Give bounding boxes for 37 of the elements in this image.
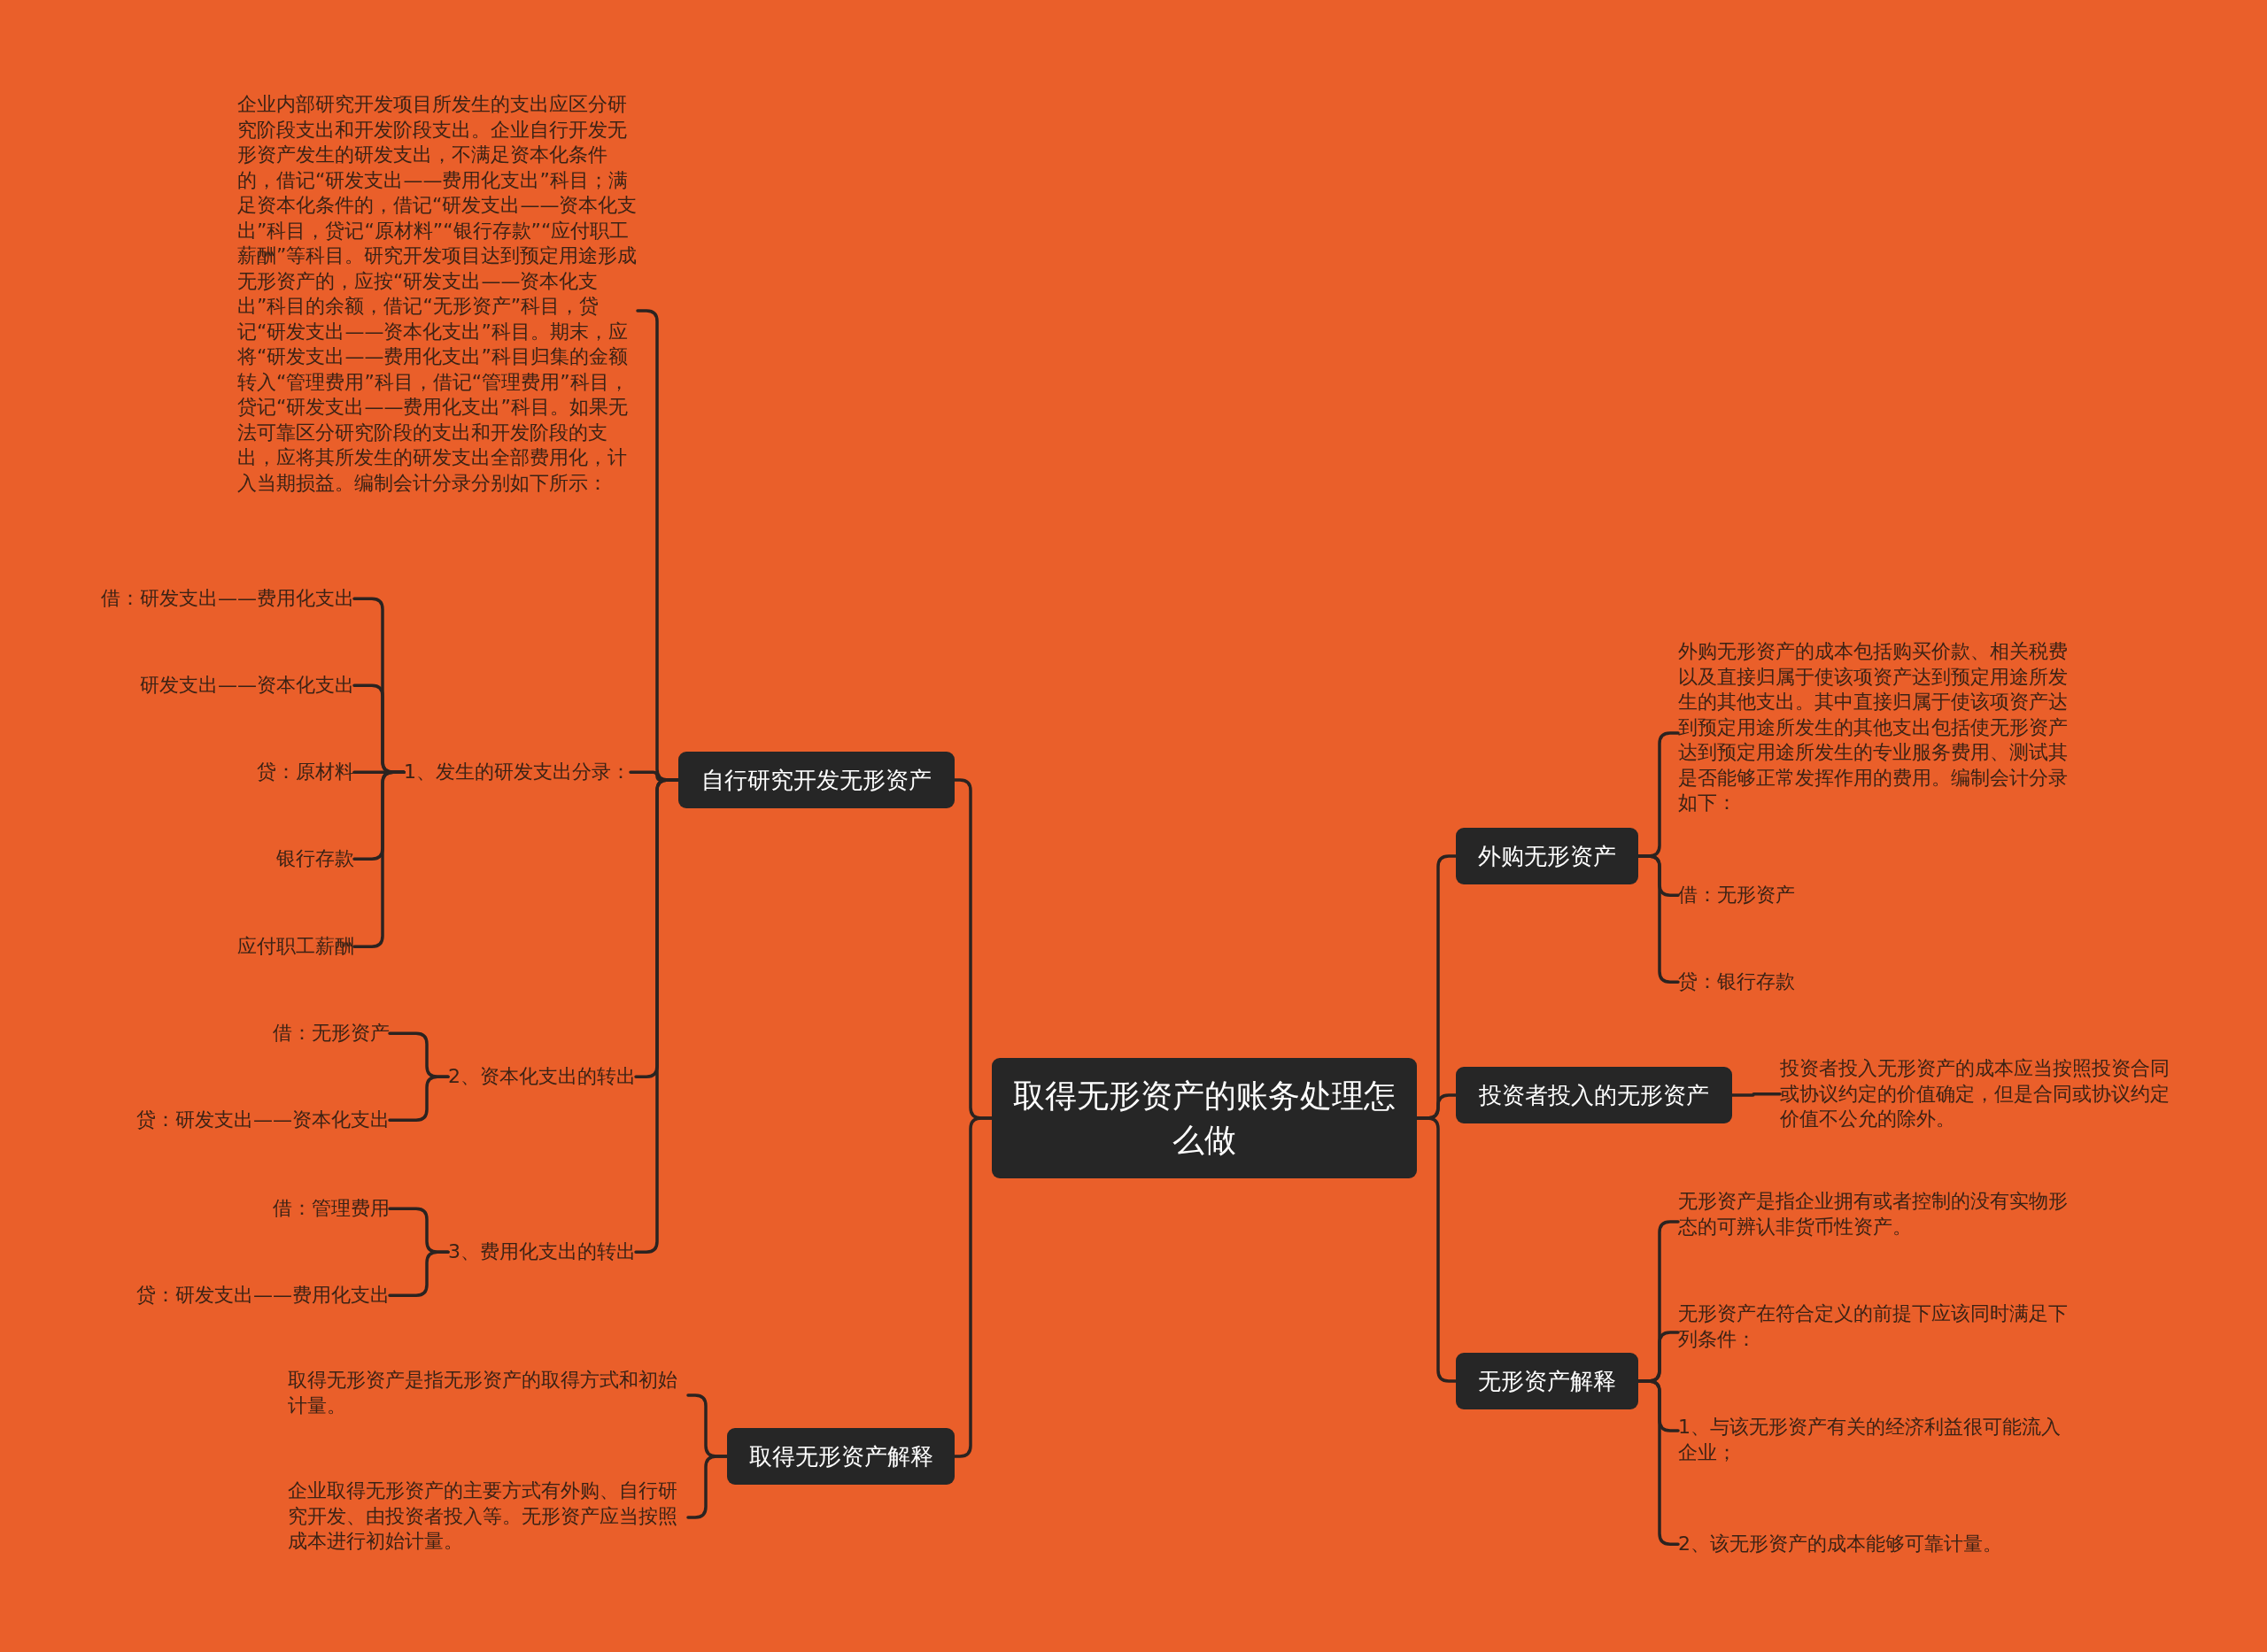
branch-connector <box>953 1116 994 1458</box>
topic-box: 投资者投入的无形资产 <box>1456 1067 1732 1123</box>
branch-text: 2、资本化支出的转出 <box>448 1064 636 1090</box>
topic-box: 取得无形资产解释 <box>727 1428 955 1485</box>
branch-connector <box>388 1250 450 1297</box>
branch-text: 研发支出——资本化支出 <box>140 673 354 699</box>
branch-text: 借：无形资产 <box>273 1021 390 1046</box>
branch-connector <box>1415 1116 1458 1383</box>
note-text: 无形资产是指企业拥有或者控制的没有实物形态的可辨认非货币性资产。 <box>1678 1189 2078 1239</box>
note-text: 外购无形资产的成本包括购买价款、相关税费以及直接归属于使该项资产达到预定用途所发生的其他支出。其中直接归属于使该项资产达到预定用途所发生的其他支出包括使无形资产达到预定用途所发生的专业服务费用、测试其是否能够正常发挥作用的费用。编制会计分录如下： <box>1678 639 2078 816</box>
branch-text: 3、费用化支出的转出 <box>448 1239 636 1265</box>
topic-box: 自行研究开发无形资产 <box>678 752 955 808</box>
note-text: 取得无形资产是指无形资产的取得方式和初始计量。 <box>288 1368 688 1418</box>
branch-connector <box>1636 854 1680 984</box>
branch-text: 贷：原材料 <box>257 760 354 785</box>
topic-box: 外购无形资产 <box>1456 828 1638 884</box>
branch-text: 1、发生的研发支出分录： <box>404 760 631 785</box>
note-text: 投资者投入无形资产的成本应当按照投资合同或协议约定的价值确定，但是合同或协议约定价值不公允的除外。 <box>1780 1056 2180 1132</box>
branch-connector <box>1730 1092 1782 1097</box>
branch-text: 贷：银行存款 <box>1678 969 1795 995</box>
central-topic-box: 取得无形资产的账务处理怎么做 <box>992 1058 1417 1178</box>
branch-text: 贷：研发支出——资本化支出 <box>136 1108 390 1133</box>
note-text: 无形资产在符合定义的前提下应该同时满足下列条件： <box>1678 1301 2078 1352</box>
branch-text: 银行存款 <box>276 846 354 872</box>
note-text: 企业内部研究开发项目所发生的支出应区分研究阶段支出和开发阶段支出。企业自行开发无形资产发生的研发支出，不满足资本化条件的，借记“研发支出——费用化支出”科目；满足资本化条件的，借记“研发支出——资本化支出”科目，贷记“原材料”“银行存款”“应付职工薪酬”等科目。研究开发项目达到预定用途形成无形资产的，应按“研发支出——资本化支出”科目的余额，借记“无形资产”科目，贷记“研发支出——资本化支出”科目。期末，应将“研发支出——费用化支出”科目归集的金额转入“管理费用”科目，借记“管理费用”科目，贷记“研发支出——费用化支出”科目。如果无法可靠区分研究阶段的支出和开发阶段的支出，应将其所发生的研发支出全部费用化，计入当期损益。编制会计分录分别如下所示： <box>237 92 638 496</box>
note-text: 1、与该无形资产有关的经济利益很可能流入企业； <box>1678 1415 2078 1465</box>
branch-text: 应付职工薪酬 <box>237 934 354 960</box>
branch-connector <box>388 1075 450 1122</box>
branch-text: 借：无形资产 <box>1678 883 1795 908</box>
branch-connector <box>686 1455 729 1519</box>
topic-box: 无形资产解释 <box>1456 1353 1638 1409</box>
branch-connector <box>1636 1379 1680 1546</box>
note-text: 企业取得无形资产的主要方式有外购、自行研究开发、由投资者投入等。无形资产应当按照成本进行初始计量。 <box>288 1478 688 1555</box>
branch-text: 贷：研发支出——费用化支出 <box>136 1283 390 1308</box>
branch-text: 借：研发支出——费用化支出 <box>101 586 354 612</box>
note-text: 2、该无形资产的成本能够可靠计量。 <box>1678 1532 2078 1557</box>
branch-text: 借：管理费用 <box>273 1196 390 1222</box>
